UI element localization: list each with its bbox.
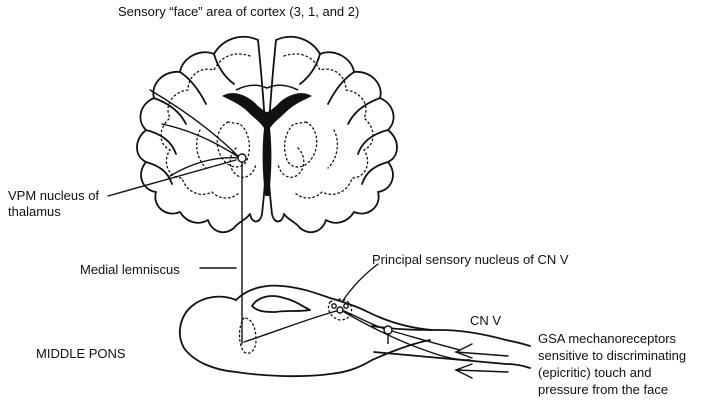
receptor-ending-lines xyxy=(455,351,509,373)
sulcus xyxy=(357,129,389,155)
cn-v-label: CN V xyxy=(470,313,502,328)
crossing-fiber xyxy=(243,309,341,343)
gsa-mechanoreceptors-label: GSA mechanoreceptors sensitive to discri… xyxy=(538,330,686,398)
sulcus xyxy=(179,71,207,105)
sulcus xyxy=(361,161,389,185)
left-hemisphere-outline xyxy=(136,35,267,234)
sulcus xyxy=(153,97,187,125)
sulcus xyxy=(213,53,235,85)
pons-dotted-nucleus xyxy=(238,317,257,354)
cortical-gray-matter-right xyxy=(283,53,374,199)
corpus-callosum xyxy=(235,84,299,91)
medial-lemniscus-label: Medial lemniscus xyxy=(80,262,180,277)
principal-nucleus-cell-body xyxy=(336,306,344,314)
vpm-thalamus-label: VPM nucleus of thalamus xyxy=(8,188,99,220)
cn-v-nerve-lower xyxy=(373,351,531,369)
lentiform-outline xyxy=(327,129,339,169)
vpm-label-line-1: VPM nucleus of xyxy=(8,188,100,203)
basal-ganglia-left xyxy=(216,121,251,168)
right-hemisphere-outline xyxy=(267,35,398,234)
cortical-gray-matter-left xyxy=(160,53,251,199)
sulcus xyxy=(145,161,173,185)
thalamus-left-outline xyxy=(229,147,257,178)
pons-outline xyxy=(178,295,431,378)
principal-nucleus-leader xyxy=(341,263,379,303)
thalamocortical-fiber xyxy=(169,156,241,177)
gsa-label-line-3: (epicritic) touch and xyxy=(538,365,652,380)
fourth-ventricle xyxy=(251,295,311,313)
pons-dorsal-outline xyxy=(235,284,433,331)
thalamocortical-fiber xyxy=(149,89,241,159)
sulcus xyxy=(145,129,177,155)
lateral-ventricles xyxy=(222,93,312,128)
principal-nucleus-cell-body xyxy=(331,303,337,309)
cortex-area-label: Sensory “face” area of cortex (3, 1, and… xyxy=(118,4,360,19)
sulcus xyxy=(299,53,321,85)
sulcus xyxy=(347,97,381,125)
gsa-label-line-4: pressure from the face xyxy=(538,382,669,397)
thalamus-right-outline xyxy=(277,147,305,178)
primary-afferent xyxy=(343,311,471,361)
gsa-label-line-1: GSA mechanoreceptors xyxy=(538,331,677,346)
vpm-label-line-2: thalamus xyxy=(8,204,61,219)
gsa-label-line-2: sensitive to discriminating xyxy=(538,348,687,363)
vpm-neuron-cell-body xyxy=(237,153,247,163)
vpm-leader-line xyxy=(107,159,237,197)
thalamocortical-fiber xyxy=(161,123,241,159)
basal-ganglia-right xyxy=(283,121,318,168)
sulcus xyxy=(327,71,355,105)
receptor-ending-upper xyxy=(454,343,473,359)
cn-v-nerve-upper xyxy=(371,325,531,347)
principal-nucleus-cell-body xyxy=(343,303,349,309)
ganglion-cell-body xyxy=(383,325,393,335)
lentiform-outline xyxy=(195,129,207,169)
third-ventricle xyxy=(262,128,272,196)
middle-pons-label: MIDDLE PONS xyxy=(36,346,126,361)
principal-nucleus-label: Principal sensory nucleus of CN V xyxy=(372,252,569,267)
